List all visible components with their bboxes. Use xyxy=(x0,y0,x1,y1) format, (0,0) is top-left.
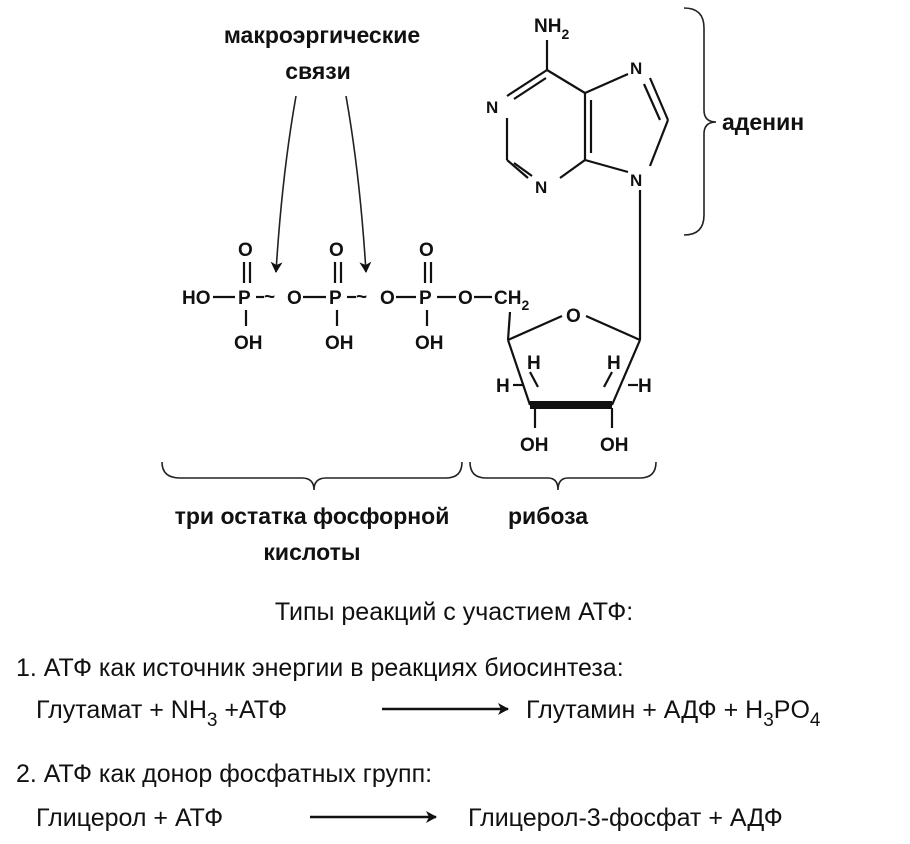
ring-n7: N xyxy=(630,59,642,78)
p1-oh: OH xyxy=(234,333,263,354)
nh2-group: NH2 xyxy=(534,16,569,42)
ho-group: HO xyxy=(182,288,211,309)
ribose-h-c3-up: H xyxy=(607,353,621,374)
adenine-label: аденин xyxy=(722,109,804,135)
macroergic-label-line1: макроэргические xyxy=(224,22,420,48)
ribose-h-c4: H xyxy=(496,376,510,397)
p2-oxo: O xyxy=(329,240,344,261)
phosphate-chain: HO P O OH ~ O P O OH ~ O P O OH O CH2 xyxy=(182,240,529,354)
ribose-h-c1: H xyxy=(638,376,652,397)
p3-oh: OH xyxy=(415,333,444,354)
p2-oh: OH xyxy=(325,333,354,354)
phosphorus-2: P xyxy=(329,288,342,309)
ring-n3: N xyxy=(535,178,547,197)
reaction-1-heading: 1. АТФ как источник энергии в реакциях б… xyxy=(16,654,624,682)
phosphate-label-line2: кислоты xyxy=(263,539,360,565)
ribose-oh-right: OH xyxy=(600,435,629,456)
phosphorus-3: P xyxy=(419,288,432,309)
bridge-oxygen-1: O xyxy=(287,288,302,309)
ring-n9: N xyxy=(630,171,642,190)
macroergic-bond-1: ~ xyxy=(264,287,275,308)
bridge-oxygen-3: O xyxy=(458,288,473,309)
macroergic-bond-2: ~ xyxy=(356,287,367,308)
phosphorus-1: P xyxy=(238,288,251,309)
ribose-label: рибоза xyxy=(508,503,588,529)
ring-n1: N xyxy=(486,98,498,117)
reaction-1-right: Глутамин + АДФ + H3PO4 xyxy=(526,696,821,731)
macroergic-arrow-left xyxy=(270,95,297,273)
macroergic-label-line2: связи xyxy=(285,58,351,84)
bridge-oxygen-2: O xyxy=(380,288,395,309)
reaction-2-left: Глицерол + АТФ xyxy=(36,804,223,832)
phosphate-brace xyxy=(161,461,463,491)
p3-oxo: O xyxy=(419,240,434,261)
ribose-brace xyxy=(469,461,657,491)
reaction-2-heading: 2. АТФ как донор фосфатных групп: xyxy=(16,760,432,788)
ribose-ring: O H H H H OH OH xyxy=(496,306,652,456)
reaction-2-right: Глицерол-3-фосфат + АДФ xyxy=(468,804,783,832)
phosphate-label-line1: три остатка фосфорной xyxy=(175,503,450,529)
ribose-oh-left: OH xyxy=(520,435,549,456)
ribose-h-c2-up: H xyxy=(527,353,541,374)
ch2-group: CH2 xyxy=(494,288,529,313)
adenine-brace xyxy=(683,7,717,236)
macroergic-arrow-right xyxy=(345,95,372,273)
p1-oxo: O xyxy=(238,240,253,261)
reaction-1-left: Глутамат + NH3 +АТФ xyxy=(36,696,287,731)
adenine-ring: NH2 N N N N xyxy=(486,16,670,197)
ring-oxygen: O xyxy=(566,306,581,327)
reactions-title: Типы реакций с участием АТФ: xyxy=(275,598,633,626)
